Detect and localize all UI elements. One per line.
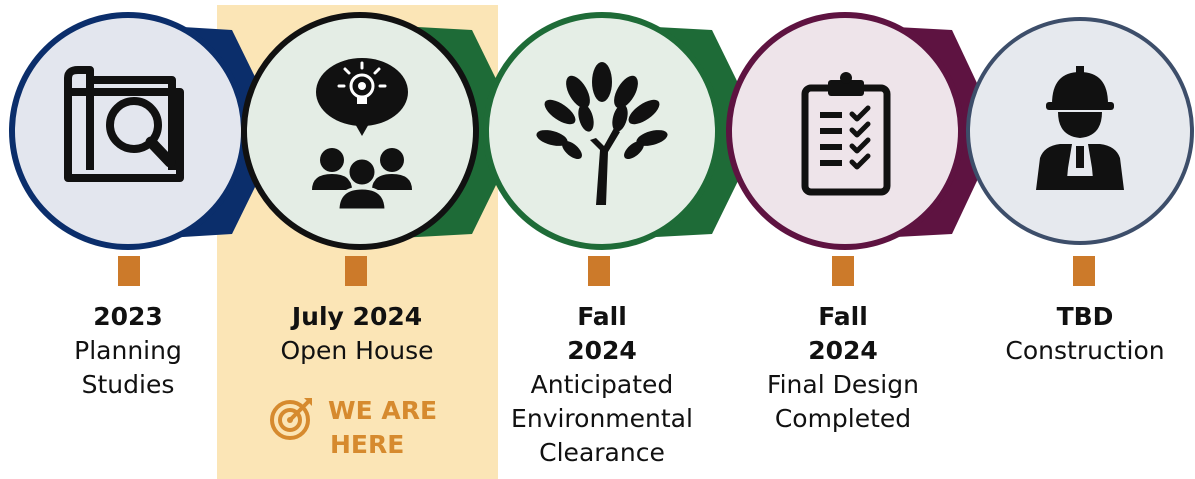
connector-stem-1 <box>118 256 140 286</box>
construction-worker-icon <box>1036 66 1124 190</box>
stage-desc-3: Anticipated Environmental Clearance <box>511 370 693 467</box>
clipboard-checklist-icon <box>801 72 891 196</box>
stage-circle-3 <box>483 12 721 250</box>
stage-desc-5: Construction <box>1005 336 1165 365</box>
connector-stem-3 <box>588 256 610 286</box>
stage-label-3: Fall 2024 Anticipated Environmental Clea… <box>492 300 712 470</box>
stage-date-2: July 2024 <box>291 302 423 331</box>
stage-label-1: 2023 Planning Studies <box>18 300 238 402</box>
we-are-here-line2: HERE <box>330 430 405 459</box>
stage-date-4: Fall 2024 <box>808 302 878 365</box>
stage-circle-1 <box>9 12 247 250</box>
stage-date-5: TBD <box>1056 302 1114 331</box>
stage-circle-4 <box>726 12 964 250</box>
tree-hand-icon <box>536 62 668 205</box>
stage-date-3: Fall 2024 <box>567 302 637 365</box>
connector-stem-4 <box>832 256 854 286</box>
blueprint-magnifier-icon <box>64 66 184 182</box>
stage-date-1: 2023 <box>93 302 163 331</box>
stage-desc-2: Open House <box>280 336 434 365</box>
stage-label-4: Fall 2024 Final Design Completed <box>733 300 953 436</box>
stage-label-2: July 2024 Open House <box>247 300 467 368</box>
stage-label-5: TBD Construction <box>975 300 1195 368</box>
we-are-here-line1: WE ARE <box>328 396 438 425</box>
stage-desc-4: Final Design Completed <box>767 370 919 433</box>
people-lightbulb-icon <box>312 58 412 212</box>
connector-stem-5 <box>1073 256 1095 286</box>
target-icon <box>270 398 312 440</box>
we-are-here-text: WE ARE HERE <box>328 394 448 462</box>
connector-stem-2 <box>345 256 367 286</box>
stage-desc-1: Planning Studies <box>74 336 182 399</box>
we-are-here-marker: WE ARE HERE <box>262 394 452 464</box>
